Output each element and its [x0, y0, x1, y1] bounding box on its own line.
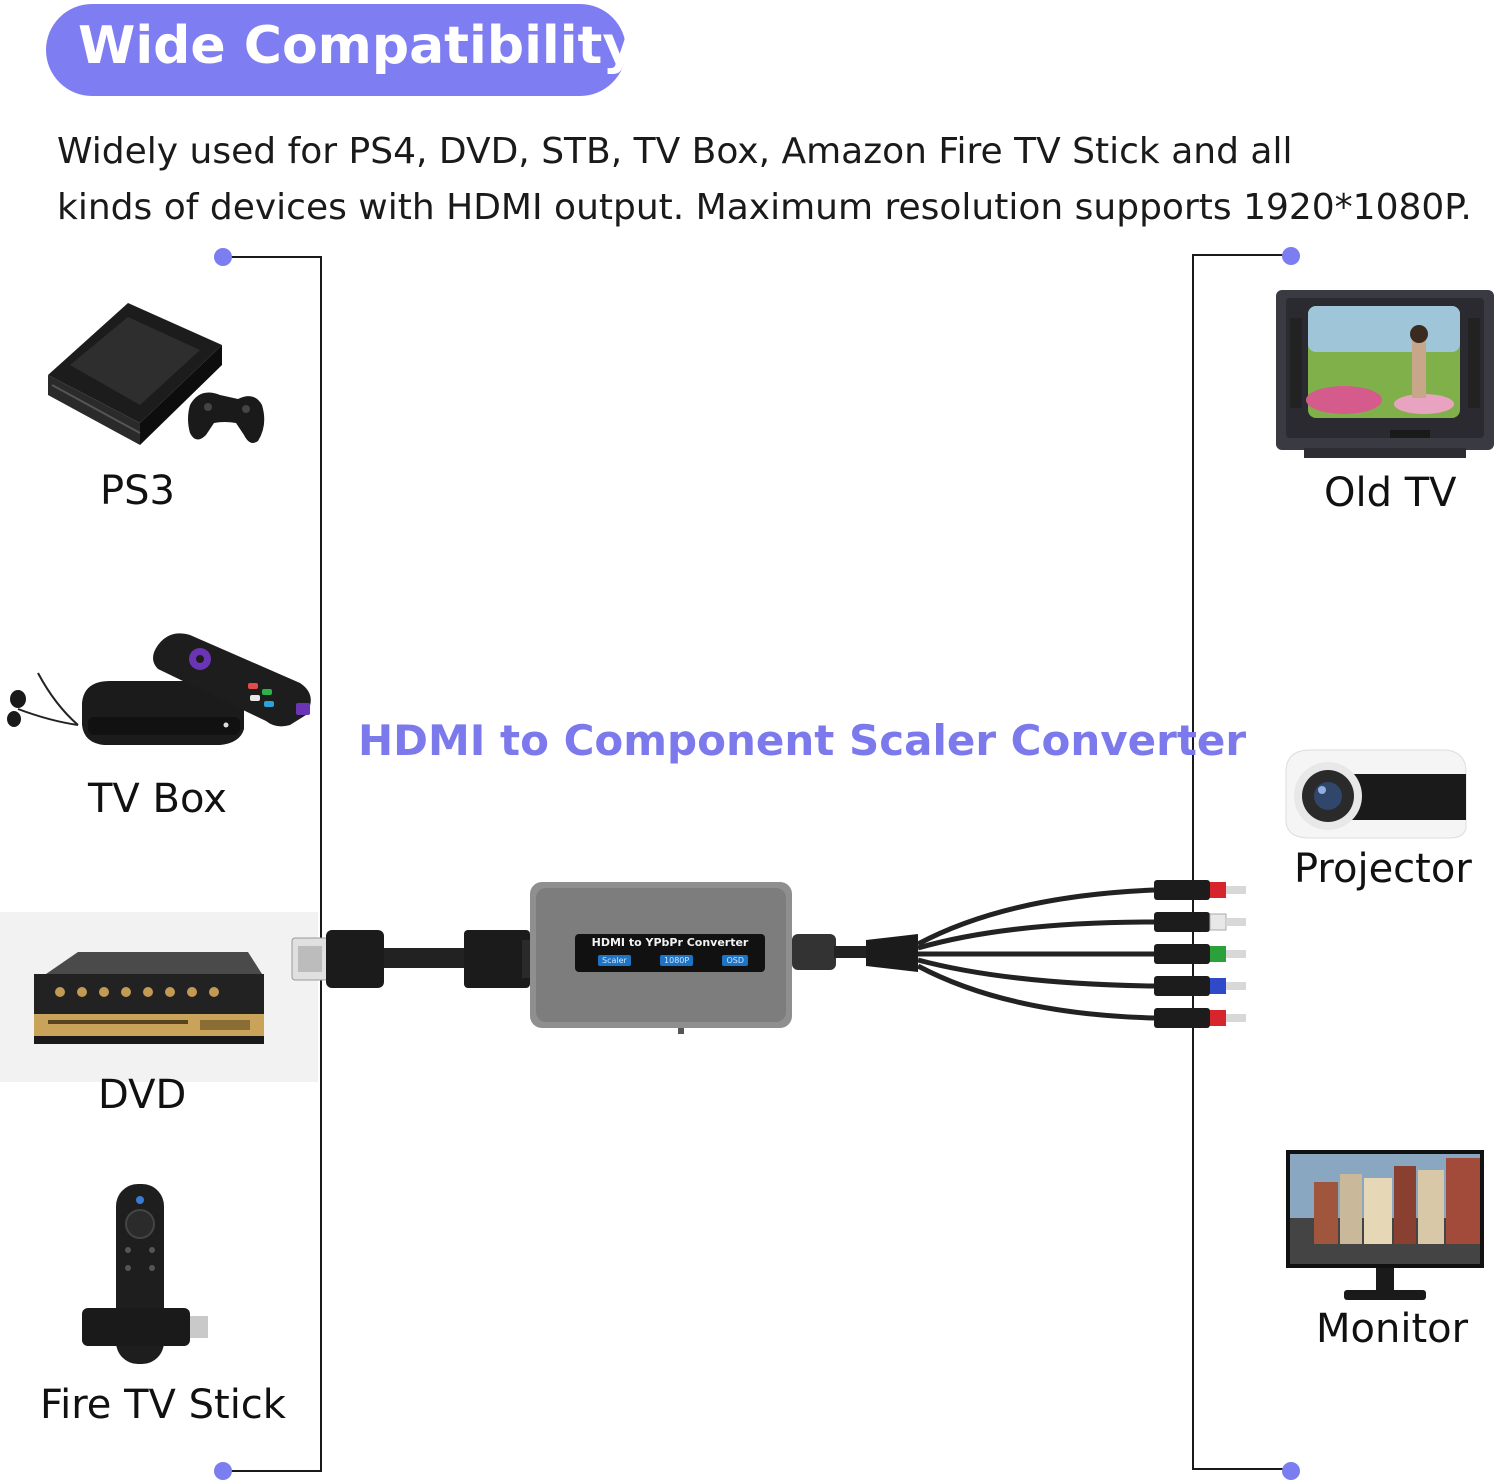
rca-plug-red-1	[1154, 880, 1246, 900]
hdmi-plug-housing	[326, 930, 384, 988]
hdmi-to-component-converter: HDMI to YPbPr Converter Scaler 1080P OSD	[288, 876, 1258, 1046]
intro-line-2: kinds of devices with HDMI output. Maxim…	[57, 187, 1472, 228]
monitor-label: Monitor	[1316, 1306, 1469, 1352]
fire-tv-stick-image	[80, 1180, 210, 1370]
left-bracket-bottom	[222, 1470, 322, 1472]
right-bottom-dot	[1282, 1462, 1300, 1480]
converter-chip-row: Scaler 1080P OSD	[598, 955, 748, 966]
ps3-console-image	[40, 295, 270, 455]
right-bracket-top	[1192, 254, 1292, 256]
tv-box-image	[0, 625, 325, 770]
ps3-label: PS3	[100, 468, 175, 514]
converter-title: HDMI to Component Scaler Converter	[358, 716, 1247, 765]
left-top-dot	[214, 248, 232, 266]
monitor-image	[1284, 1148, 1486, 1304]
old-tv-image	[1274, 288, 1496, 460]
hdmi-socket-connector	[464, 930, 530, 988]
fire-tv-stick-label: Fire TV Stick	[40, 1382, 286, 1428]
left-bracket-vertical	[320, 256, 322, 1472]
right-top-dot	[1282, 247, 1300, 265]
rca-plug-blue	[1154, 976, 1246, 996]
old-tv-label: Old TV	[1324, 470, 1457, 516]
rca-plug-red-2	[1154, 1008, 1246, 1028]
intro-text: Widely used for PS4, DVD, STB, TV Box, A…	[57, 124, 1497, 236]
dvd-label: DVD	[98, 1072, 187, 1118]
section-badge: Wide Compatibility	[46, 4, 636, 96]
converter-device-label: HDMI to YPbPr Converter	[591, 936, 749, 949]
intro-line-1: Widely used for PS4, DVD, STB, TV Box, A…	[57, 131, 1293, 172]
chip-osd: OSD	[722, 955, 748, 966]
rca-plug-green	[1154, 944, 1246, 964]
chip-scaler: Scaler	[598, 955, 631, 966]
projector-image	[1280, 744, 1470, 844]
tv-box-label: TV Box	[88, 776, 227, 822]
left-bottom-dot	[214, 1462, 232, 1480]
projector-label: Projector	[1294, 846, 1472, 892]
dvd-player-image	[0, 912, 318, 1082]
section-title: Wide Compatibility	[78, 16, 637, 76]
left-bracket-top	[222, 256, 322, 258]
right-bracket-vertical	[1192, 254, 1194, 1470]
right-bracket-bottom	[1192, 1468, 1292, 1470]
rca-plug-white	[1154, 912, 1246, 932]
chip-1080p: 1080P	[660, 955, 694, 966]
